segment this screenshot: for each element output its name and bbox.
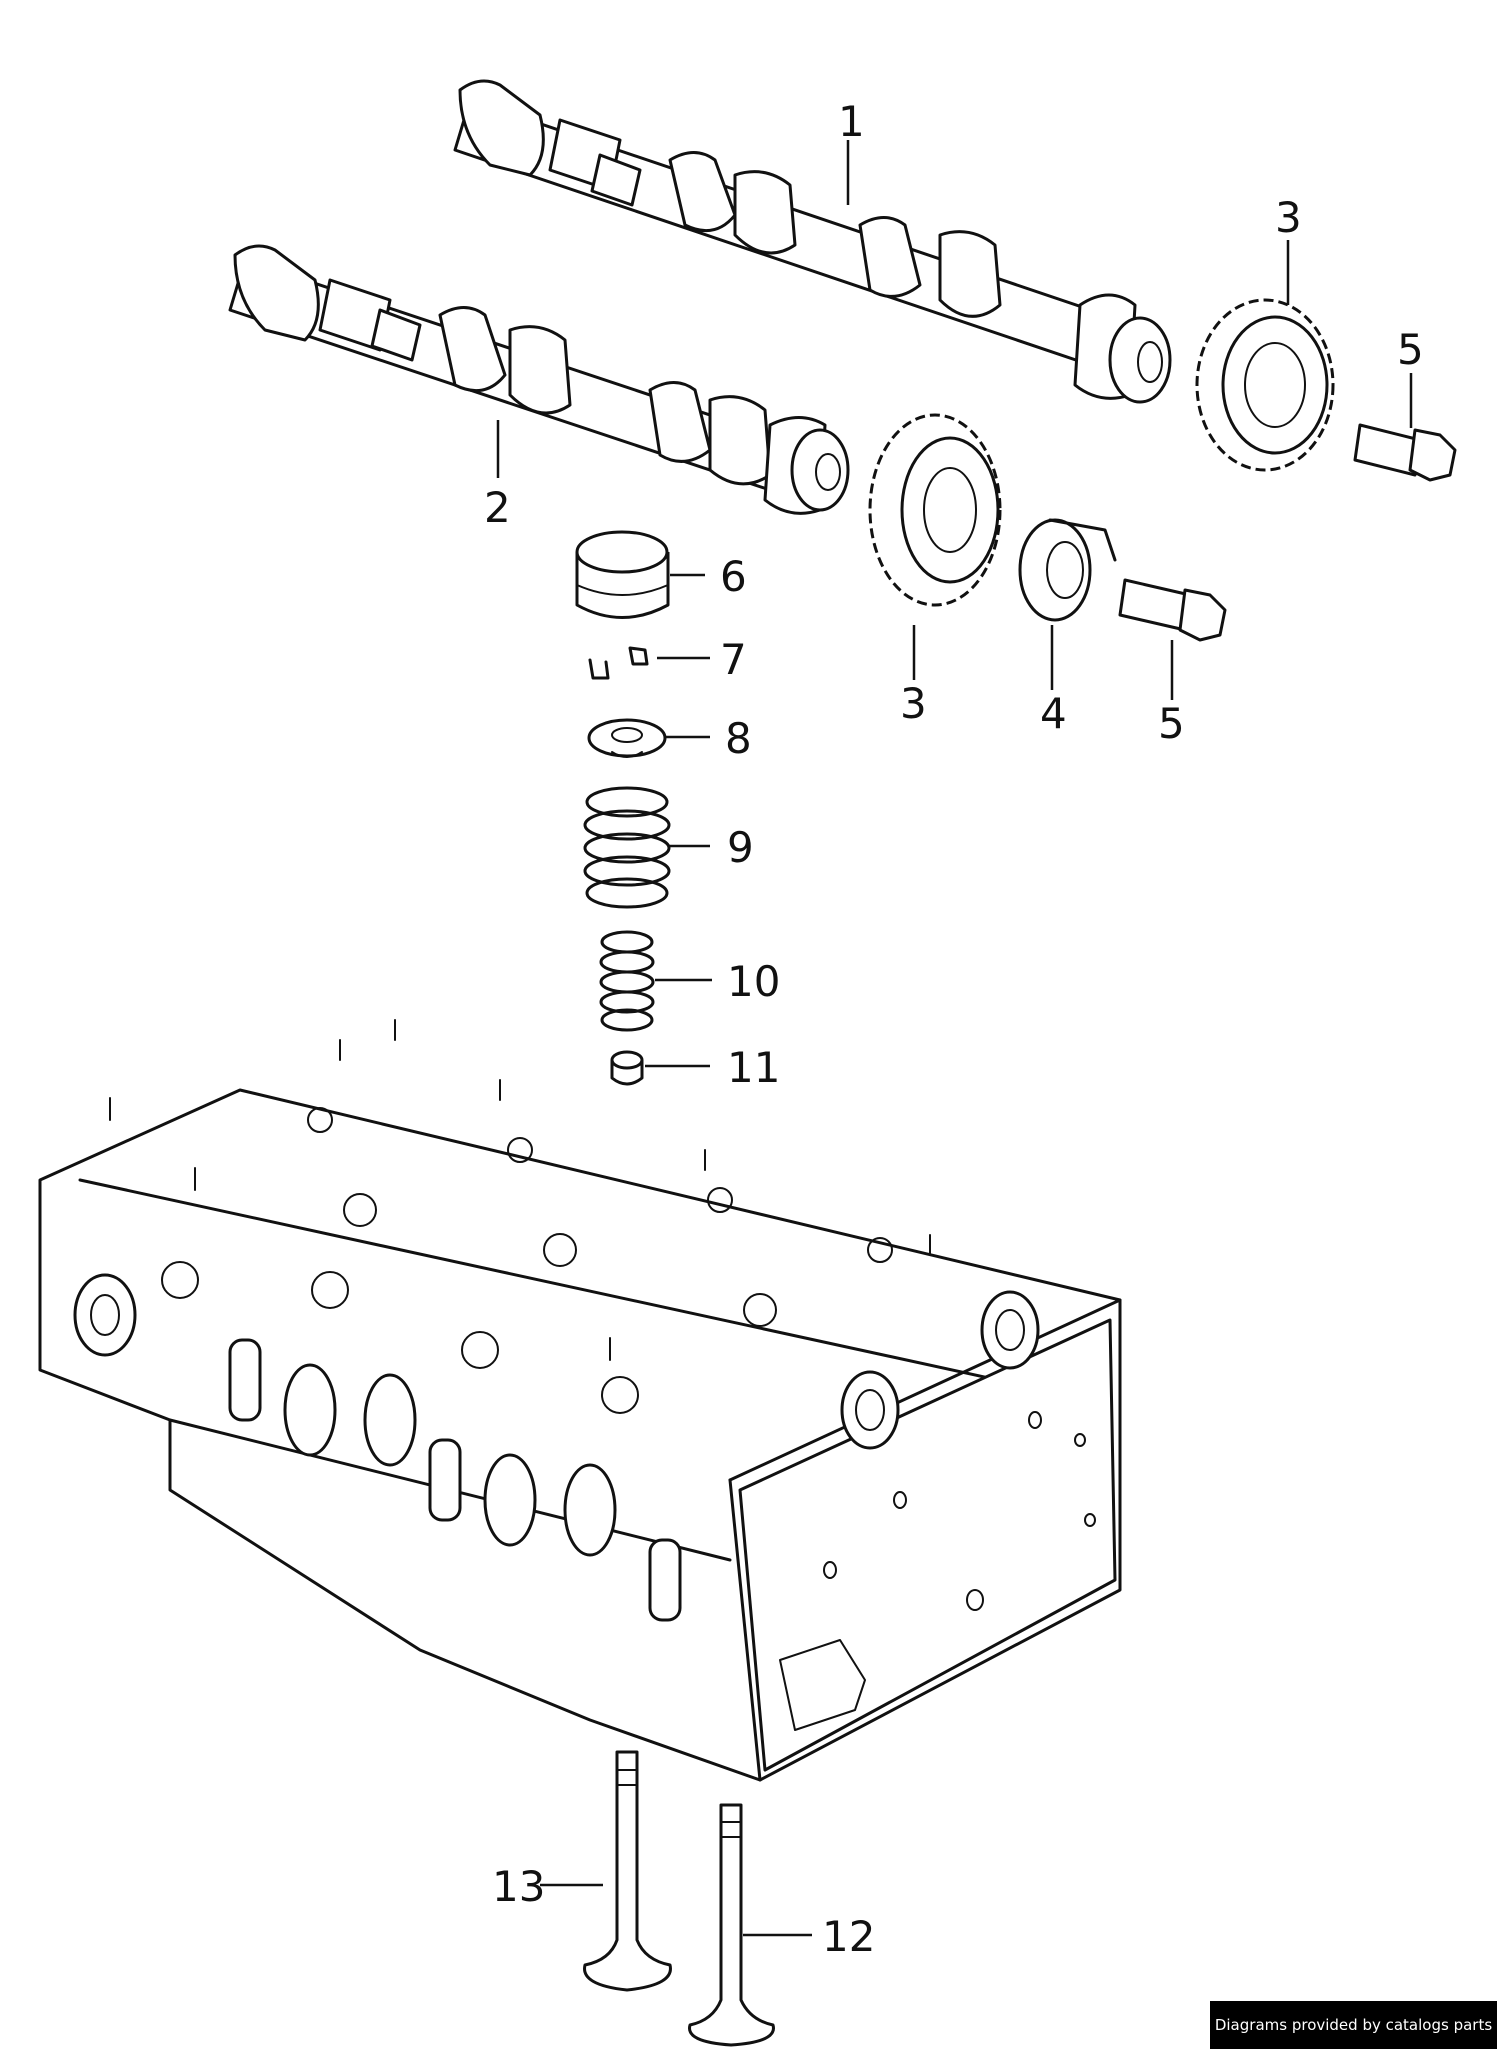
- callout-1: 1: [838, 97, 865, 146]
- callout-5-upper: 5: [1397, 325, 1424, 374]
- valve-keepers-7[interactable]: [588, 646, 649, 680]
- callout-13: 13: [492, 1862, 545, 1911]
- callout-7: 7: [720, 635, 747, 684]
- sprocket-3-lower[interactable]: [868, 413, 1002, 607]
- camshaft-1[interactable]: [453, 79, 1172, 404]
- leader-lines: [496, 140, 1413, 1937]
- bolt-5-lower[interactable]: [1118, 578, 1227, 642]
- valve-12[interactable]: [688, 1803, 775, 2047]
- valve-13[interactable]: [583, 1750, 672, 1992]
- tappet-6[interactable]: [575, 530, 670, 619]
- callout-2: 2: [484, 483, 511, 532]
- callout-12: 12: [822, 1912, 875, 1961]
- callout-8: 8: [725, 714, 752, 763]
- callout-3-lower: 3: [900, 679, 927, 728]
- callout-9: 9: [727, 823, 754, 872]
- camshaft-2[interactable]: [228, 244, 850, 515]
- callout-10: 10: [727, 957, 780, 1006]
- callout-5-lower: 5: [1158, 699, 1185, 748]
- callout-4: 4: [1040, 689, 1067, 738]
- bolt-5-upper[interactable]: [1353, 423, 1457, 482]
- callout-6: 6: [720, 552, 747, 601]
- callout-3-upper: 3: [1275, 193, 1302, 242]
- cylinder-head[interactable]: [38, 1019, 1122, 1782]
- outer-spring-9[interactable]: [583, 786, 671, 909]
- spring-retainer-8[interactable]: [587, 718, 667, 758]
- sprocket-3-upper[interactable]: [1195, 298, 1335, 472]
- credit-footer: Diagrams provided by catalogs parts: [1210, 2001, 1497, 2049]
- inner-spring-10[interactable]: [599, 930, 655, 1032]
- callout-11: 11: [727, 1043, 780, 1092]
- stem-seal-11[interactable]: [610, 1050, 644, 1086]
- hub-4[interactable]: [1018, 518, 1117, 622]
